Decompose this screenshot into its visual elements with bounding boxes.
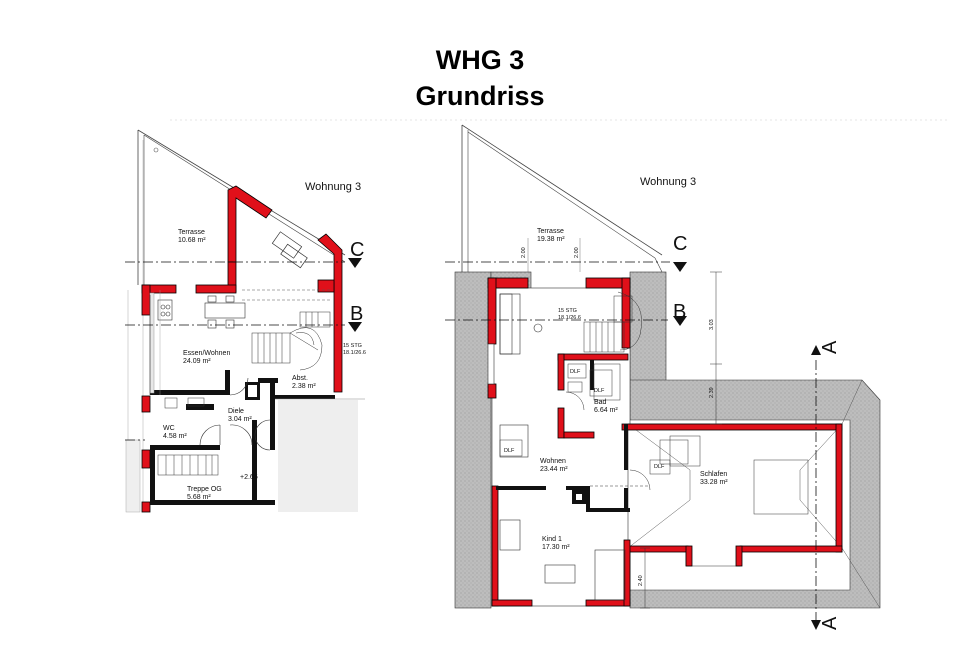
dimension-label: 2.39 [709, 387, 715, 398]
section-mark-c: C [673, 233, 687, 255]
room-area: 10.68 m² [178, 237, 206, 244]
room-name: Essen/Wohnen [183, 350, 230, 357]
room-area: 33.28 m² [700, 479, 728, 486]
right-unit-label: Wohnung 3 [640, 176, 696, 188]
stair-steps: 15 STG [558, 308, 577, 314]
section-mark-a: A [819, 340, 841, 354]
window-tag: DLF [504, 448, 515, 454]
room-area: 3.04 m² [228, 416, 252, 423]
left-plan-labels: Wohnung 3 Terrasse 10.68 m² Essen/Wohnen… [163, 181, 366, 501]
room-area: 24.09 m² [183, 358, 211, 365]
left-unit-label: Wohnung 3 [305, 181, 361, 193]
dimension-label: 2.00 [521, 247, 527, 258]
room-area: 5.68 m² [187, 494, 211, 501]
room-name: Bad [594, 399, 607, 406]
room-area: 2.38 m² [292, 383, 316, 390]
dimension-label: 2.40 [638, 575, 644, 586]
room-area: 6.64 m² [594, 407, 618, 414]
stair-ratio: 18.1/26.6 [343, 350, 366, 356]
room-name: Kind 1 [542, 536, 562, 543]
room-area: 23.44 m² [540, 466, 568, 473]
stair-steps: 15 STG [343, 343, 362, 349]
room-area: 17.30 m² [542, 544, 570, 551]
room-name: Abst. [292, 375, 308, 382]
section-mark-b: B [673, 301, 686, 323]
page-subtitle: Grundriss [415, 81, 545, 111]
room-area: 19.38 m² [537, 236, 565, 243]
room-name: WC [163, 425, 175, 432]
right-plan-labels: Wohnung 3 Terrasse 19.38 m² Bad 6.64 m² … [504, 176, 841, 630]
room-area: 4.58 m² [163, 433, 187, 440]
section-mark-b: B [350, 303, 363, 325]
window-tag: DLF [654, 464, 665, 470]
window-tag: DLF [594, 388, 605, 394]
dimension-label: 2.00 [574, 247, 580, 258]
window-tag: DLF [570, 369, 581, 375]
section-mark-a: A [819, 616, 841, 630]
page-title: WHG 3 [435, 45, 525, 75]
room-name: Wohnen [540, 458, 566, 465]
section-mark-c: C [350, 239, 364, 261]
room-name: Terrasse [178, 229, 205, 236]
right-floor-plan [445, 124, 881, 630]
room-name: Terrasse [537, 228, 564, 235]
room-name: Treppe OG [187, 486, 222, 493]
level-mark: +2.65 [240, 474, 258, 481]
left-floor-plan [125, 119, 950, 513]
dimension-label: 3.03 [709, 319, 715, 330]
room-name: Diele [228, 408, 244, 415]
room-name: Schlafen [700, 471, 727, 478]
stair-ratio: 18.1/26.6 [558, 315, 581, 321]
